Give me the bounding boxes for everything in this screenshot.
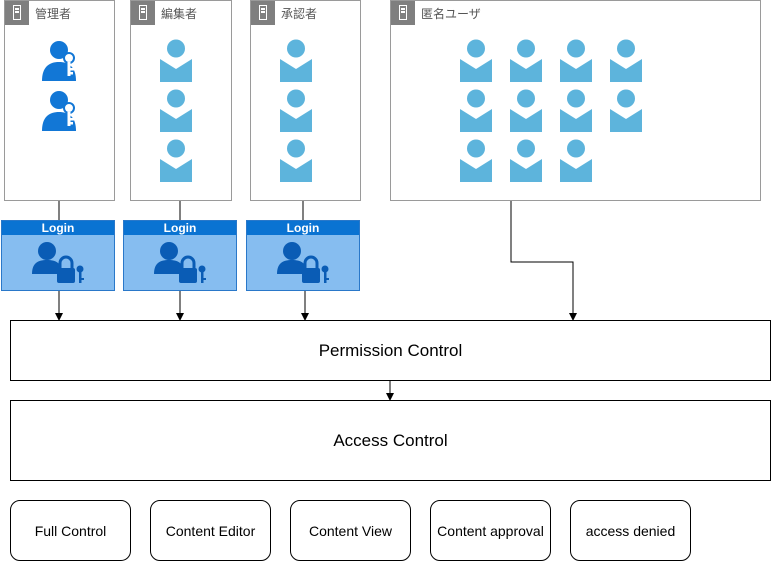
user-icon [510, 139, 542, 182]
user-lock-icon [154, 242, 206, 283]
approver-group-header: 承認者 [251, 1, 317, 25]
anonymous-arrow [510, 200, 577, 321]
user-icon [560, 139, 592, 182]
editor-group-header: 編集者 [131, 1, 197, 25]
server-icon [251, 1, 275, 25]
user-icon [280, 89, 312, 132]
user-icon [510, 39, 542, 82]
anonymous-group-header: 匿名ユーザ [391, 1, 481, 25]
user-lock-icon [277, 242, 329, 283]
user-icon [280, 139, 312, 182]
server-icon [131, 1, 155, 25]
admin-group-title: 管理者 [35, 6, 72, 21]
editor-login-box: Login [123, 220, 237, 291]
role-full-control: Full Control [10, 500, 131, 561]
approver-login-box: Login [246, 220, 360, 291]
user-icon [460, 89, 492, 132]
user-icon [160, 139, 192, 182]
admin-user-key-icon [42, 91, 76, 131]
anonymous-group: 匿名ユーザ [390, 0, 761, 201]
role-content-view: Content View [290, 500, 411, 561]
permission-control-box: Permission Control [10, 320, 771, 381]
login-label: Login [124, 221, 236, 235]
admin-group-header: 管理者 [5, 1, 71, 25]
user-icon [560, 89, 592, 132]
admin-login-box: Login [1, 220, 115, 291]
server-icon [5, 1, 29, 25]
editor-group-title: 編集者 [161, 6, 198, 21]
role-access-denied: access denied [570, 500, 691, 561]
user-icon [560, 39, 592, 82]
user-icon [160, 89, 192, 132]
editor-group: 編集者 [130, 0, 232, 201]
user-icon [280, 39, 312, 82]
role-content-editor: Content Editor [150, 500, 271, 561]
user-lock-icon [32, 242, 84, 283]
user-icon [610, 39, 642, 82]
user-icon [510, 89, 542, 132]
admin-group: 管理者 [4, 0, 115, 201]
user-icon [610, 89, 642, 132]
server-icon [391, 1, 415, 25]
login-label: Login [2, 221, 114, 235]
access-control-box: Access Control [10, 400, 771, 481]
approver-group-title: 承認者 [281, 6, 318, 21]
login-label: Login [247, 221, 359, 235]
user-icon [160, 39, 192, 82]
user-icon [460, 39, 492, 82]
user-icon [460, 139, 492, 182]
role-content-approval: Content approval [430, 500, 551, 561]
anonymous-group-title: 匿名ユーザ [421, 6, 481, 21]
approver-group: 承認者 [250, 0, 361, 201]
admin-user-key-icon [42, 41, 76, 81]
